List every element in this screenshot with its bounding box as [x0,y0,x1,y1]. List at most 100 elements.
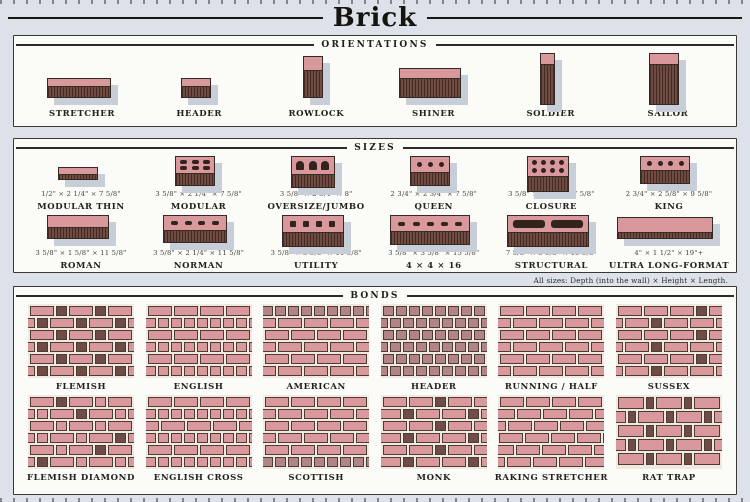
bond-course [615,342,722,352]
bond-item-flemish-diamond: FLEMISH DIAMOND [24,395,138,483]
perforation-hole [531,168,537,173]
brick-figure [399,68,462,98]
perforation-row [176,166,214,171]
bond-brick [577,433,602,443]
bond-brick [275,306,287,316]
bond-brick [28,318,35,328]
perforation-row [164,221,226,225]
size-item-king: 2 3/4" × 2 5/8" × 9 5/8"KING [612,156,726,212]
brick-top-face [400,69,461,79]
bond-brick [665,411,674,423]
bond-brick [415,409,440,419]
bond-brick [498,421,507,431]
bond-brick [473,330,485,340]
bond-brick [128,342,134,352]
bond-brick [693,397,720,409]
bond-brick [170,366,182,376]
bond-course [145,457,252,467]
bond-brick [108,354,132,364]
bond-brick [145,318,156,328]
bond-brick [408,421,433,431]
bond-brick [447,354,459,364]
size-dimensions: 3 5/8" × 3 5/8" × 15 5/8" [388,249,480,257]
brick-top-face [47,79,110,87]
bond-brick [578,330,603,340]
bond-label: ENGLISH [173,382,224,392]
size-label: CLOSURE [525,202,578,212]
bond-brick [569,409,594,419]
bond-brick [507,457,532,467]
brick-figure [390,215,471,245]
bond-brick [683,425,692,437]
bond-brick [147,354,172,364]
bond-brick [713,439,722,451]
bond-course [380,366,487,376]
bond-brick [173,445,198,455]
bond-brick [615,411,626,423]
brick-front-face [47,228,108,238]
bond-brick [441,409,466,419]
bond-brick [539,342,564,352]
bond-brick [689,342,714,352]
bond-brick [533,457,558,467]
bond-brick [565,318,590,328]
bond-brick [89,342,113,352]
bond-brick [568,445,593,455]
orientation-label: SHINER [412,109,456,119]
brick-front-face [291,175,334,187]
size-label: MODULAR THIN [37,202,125,212]
bond-brick [196,433,208,443]
bond-brick [585,457,605,467]
bond-brick [183,318,195,328]
bond-brick [434,397,446,407]
perforation-hole [550,220,583,228]
brick-top-face [507,216,588,233]
bond-brick [447,306,459,316]
bond-item-rat-trap: RAT TRAP [612,395,726,483]
bond-brick [196,457,208,467]
bond-brick [265,445,290,455]
perforation-row [176,159,214,164]
brick-top-face [411,157,450,173]
bond-swatch-flemish [28,304,134,378]
perforation-hole [321,161,330,170]
bond-brick [434,306,446,316]
size-item-queen: 2 3/4" × 2 3/4" × 7 5/8"QUEEN [377,156,491,212]
bond-item-sussex: SUSSEX [612,304,726,392]
bond-brick [637,439,664,451]
perforation-row [411,162,449,167]
bond-course [28,433,134,443]
bond-brick [89,433,113,443]
bond-brick [395,306,407,316]
bond-brick [380,433,401,443]
bond-brick [238,421,252,431]
bond-brick [248,318,252,328]
bond-brick [235,366,247,376]
bond-brick [235,318,247,328]
bond-item-american: AMERICAN [259,304,373,392]
perforation-hole [540,160,546,165]
sizes-panel: SIZES 1/2" × 2 1/4" × 7 5/8"MODULAR THIN… [13,138,737,273]
bond-brick [356,366,370,376]
bond-brick [467,457,479,467]
bond-brick [627,411,636,423]
bonds-title: BONDS [350,291,400,301]
bond-label: RAKING STRETCHER [494,473,609,483]
bond-brick [513,342,538,352]
bond-course [263,342,370,352]
bond-brick [76,366,87,376]
sizes-header: SIZES [14,139,736,153]
bond-brick [650,318,662,328]
brick-figure [175,156,216,186]
bond-course [500,306,604,316]
bond-course [615,318,722,328]
bond-brick [624,342,649,352]
bond-brick [408,445,433,455]
bond-brick [415,318,427,328]
bond-brick [343,397,368,407]
section-rule [435,44,734,46]
bond-brick [225,330,250,340]
bond-brick [30,354,54,364]
